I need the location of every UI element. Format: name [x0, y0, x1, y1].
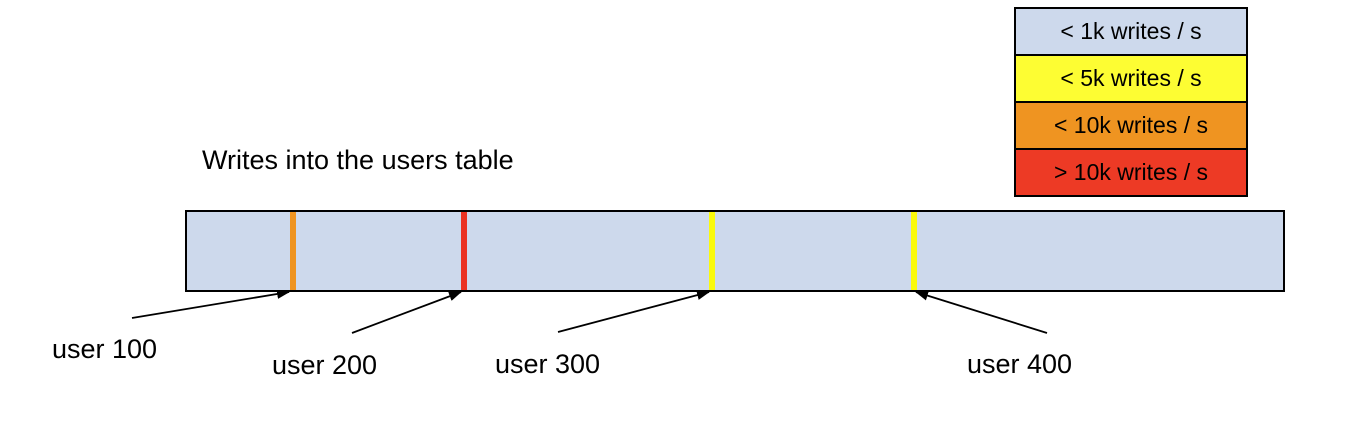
callout-user-300: user 300	[495, 349, 601, 379]
users-table-bar	[185, 210, 1285, 292]
arrow-user-100	[131, 289, 290, 319]
diagram-title: Writes into the users table	[202, 145, 514, 175]
marker-user-200	[461, 212, 467, 290]
legend-item-lt-5k: < 5k writes / s	[1016, 56, 1246, 103]
marker-user-300	[708, 212, 715, 290]
legend: < 1k writes / s < 5k writes / s < 10k wr…	[1014, 7, 1248, 197]
arrow-user-200	[351, 291, 462, 334]
callout-user-200: user 200	[272, 350, 378, 380]
legend-item-lt-1k: < 1k writes / s	[1016, 9, 1246, 56]
arrow-user-400	[915, 290, 1048, 334]
callout-user-100: user 100	[52, 334, 158, 364]
marker-user-400	[911, 212, 918, 290]
arrow-user-300	[557, 290, 710, 333]
legend-item-gt-10k: > 10k writes / s	[1016, 150, 1246, 195]
marker-user-100	[290, 212, 297, 290]
legend-item-lt-10k: < 10k writes / s	[1016, 103, 1246, 150]
callout-user-400: user 400	[967, 349, 1073, 379]
